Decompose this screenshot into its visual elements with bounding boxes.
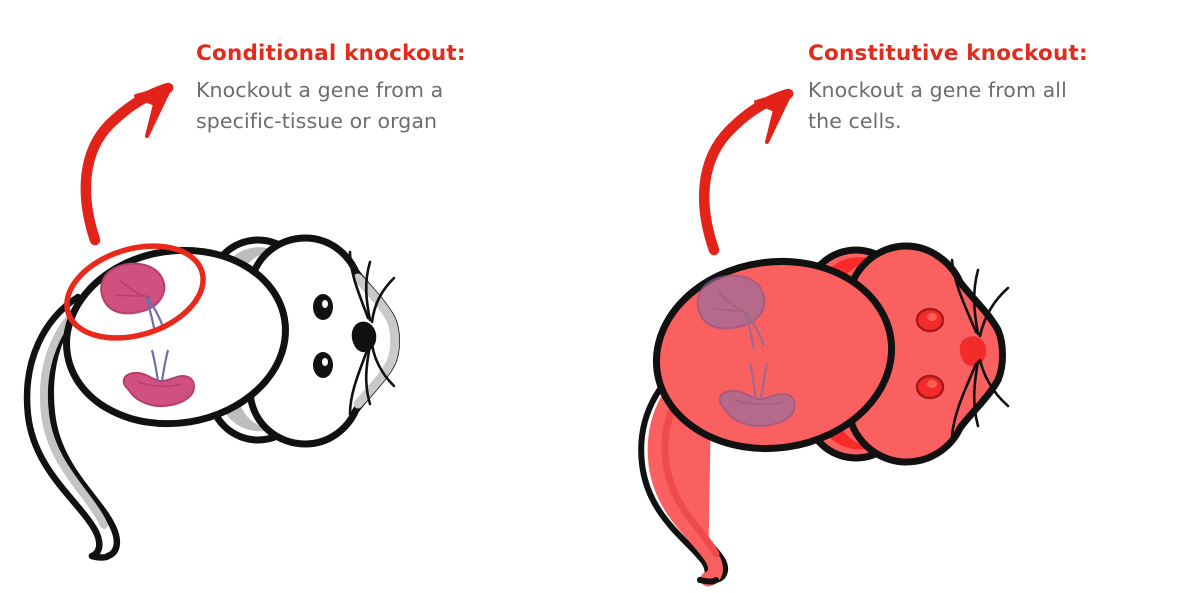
mouse-ear-bottom (802, 354, 910, 462)
label-constitutive: Constitutive knockout: Knockout a gene f… (808, 40, 1148, 137)
mouse-eye-upper (313, 294, 333, 320)
mouse-ear-bottom (206, 340, 310, 444)
mouse-tail (638, 344, 729, 587)
mouse-tail (23, 292, 121, 561)
mouse-body (652, 257, 896, 453)
mouse-nose (351, 321, 377, 353)
mouse-ear-top (206, 236, 310, 340)
mouse-nose (959, 336, 987, 367)
organ-kidney-lower (122, 349, 195, 407)
label-conditional-line1: Knockout a gene from a (196, 77, 444, 102)
label-conditional-line2: specific-tissue or organ (196, 108, 438, 133)
curved-arrow-up-right-right-icon (698, 88, 794, 256)
mouse-eye-lower (915, 374, 945, 400)
organ-kidney-lower (718, 362, 796, 427)
organ-kidney-upper (100, 262, 166, 334)
label-conditional-title: Conditional knockout: (196, 41, 466, 66)
label-constitutive-title: Constitutive knockout: (808, 41, 1088, 66)
red-highlight-ellipse (64, 243, 206, 341)
mouse-eye-lower (313, 352, 333, 378)
mouse-body (63, 246, 289, 428)
mouse-head (844, 242, 1006, 466)
label-conditional: Conditional knockout: Knockout a gene fr… (196, 40, 526, 137)
mouse-whiskers (950, 258, 1010, 438)
mouse-whiskers (348, 250, 396, 416)
mouse-ear-top (802, 246, 910, 354)
panel-conditional-knockout: Conditional knockout: Knockout a gene fr… (23, 40, 526, 561)
mouse-eye-upper (915, 307, 945, 333)
organ-kidney-upper (696, 274, 766, 350)
curved-arrow-up-right-left-icon (80, 82, 174, 246)
label-constitutive-line2: the cells. (808, 108, 902, 133)
mouse-head (246, 234, 400, 448)
label-constitutive-line1: Knockout a gene from all (808, 77, 1067, 102)
panel-constitutive-knockout: Constitutive knockout: Knockout a gene f… (592, 0, 1184, 593)
